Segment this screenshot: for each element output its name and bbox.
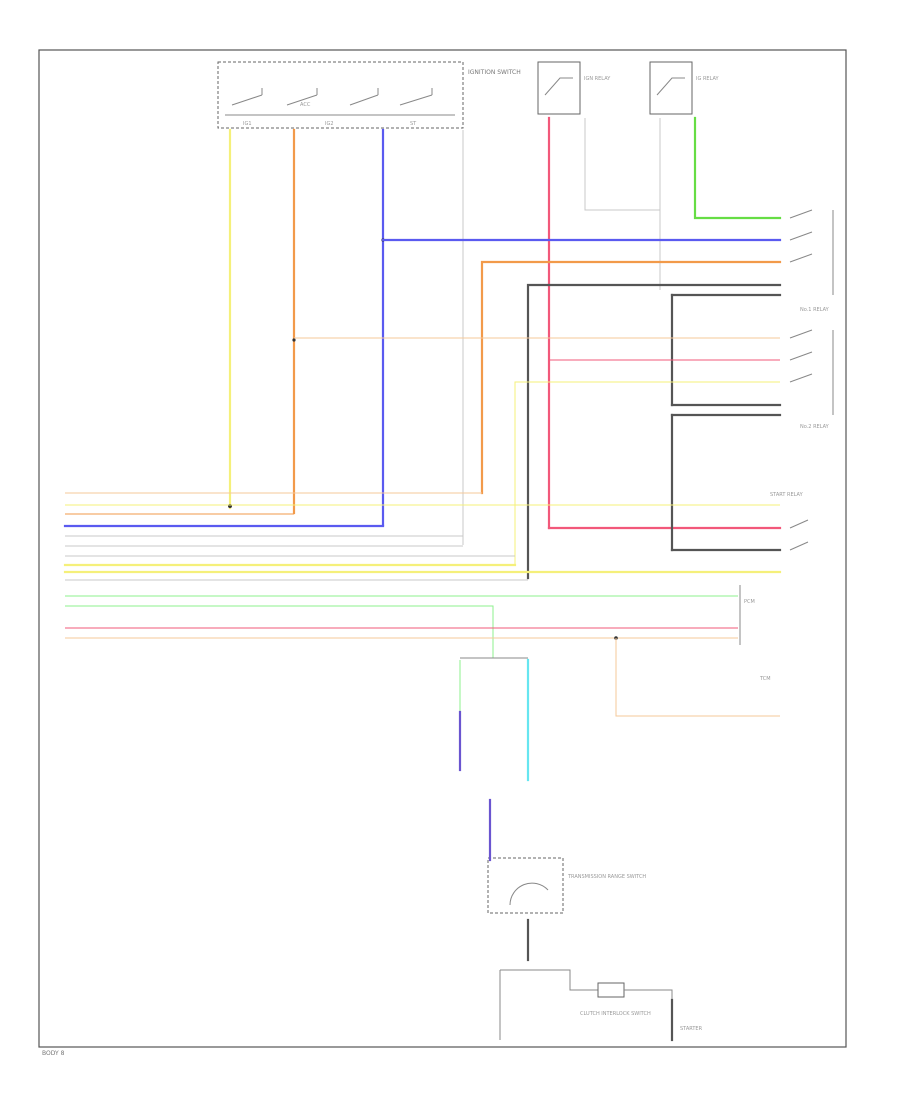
clutch-switch-label: CLUTCH INTERLOCK SWITCH: [580, 1011, 651, 1017]
clutch-interlock-switch: CLUTCH INTERLOCK SWITCH STARTER: [499, 969, 703, 1040]
wire-green-relay: [693, 116, 782, 220]
ign-relay-1: IGN RELAY: [537, 61, 611, 115]
ig2-label: IG2: [325, 121, 334, 127]
ign-relay-2-label: IG RELAY: [696, 76, 720, 82]
wire-light-orange-branch: [615, 638, 780, 717]
tr-switch-label: TRANSMISSION RANGE SWITCH: [567, 874, 646, 880]
ignition-switch: IGNITION SWITCH IG1 ACC IG2 ST: [217, 61, 521, 129]
start-relay: START RELAY: [770, 492, 809, 551]
ign-relay-2: IG RELAY: [649, 61, 720, 115]
start-relay-label: START RELAY: [770, 492, 804, 498]
page-number: BODY 8: [42, 1050, 65, 1057]
ign-relay-1-label: IGN RELAY: [584, 76, 611, 82]
relay-1: No.1 RELAY: [789, 209, 834, 313]
diagram-frame: [38, 49, 847, 1048]
st-label: ST: [410, 121, 417, 127]
ignition-switch-label: IGNITION SWITCH: [468, 69, 521, 76]
transmission-range-switch: TRANSMISSION RANGE SWITCH: [487, 798, 646, 914]
wire-yellow-horizontal-2: [514, 381, 780, 565]
relay-1-label: No.1 RELAY: [800, 307, 830, 313]
acc-label: ACC: [300, 102, 311, 108]
ig1-label: IG1: [243, 121, 252, 127]
tcm-label: TCM: [759, 676, 771, 682]
pcm: PCM TCM: [739, 585, 771, 682]
wire-black-horizontal: [526, 283, 782, 580]
pcm-label: PCM: [744, 599, 755, 605]
wire-light-green-main-2: [65, 605, 494, 658]
relay-2: No.2 RELAY: [789, 329, 834, 430]
junction-dot: [292, 338, 296, 342]
wire-orange-horizontal: [480, 260, 782, 495]
starter-label: STARTER: [680, 1026, 703, 1032]
wire-gray-relay: [584, 118, 661, 211]
relay-2-label: No.2 RELAY: [800, 424, 830, 430]
